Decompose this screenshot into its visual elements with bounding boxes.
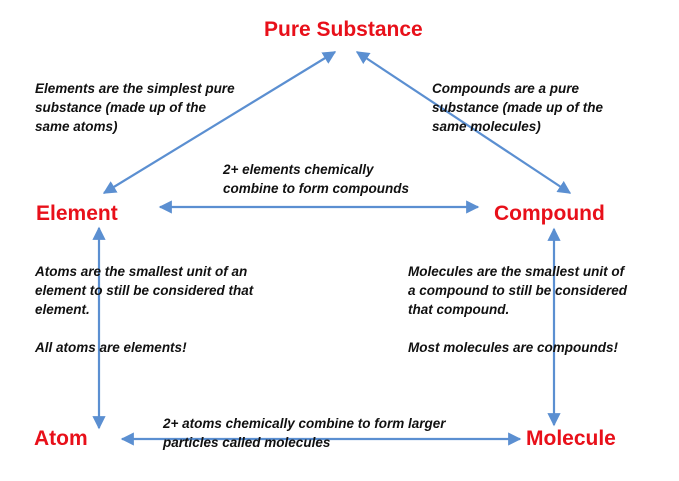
note-compounds-pure: Compounds are a pure substance (made up … <box>432 81 604 134</box>
node-atom: Atom <box>34 427 88 450</box>
node-element: Element <box>36 202 118 225</box>
arrow-pure-compound <box>355 51 572 194</box>
note-atoms-smallest: Atoms are the smallest unit of an elemen… <box>35 264 254 355</box>
node-pure-substance: Pure Substance <box>264 18 423 41</box>
note-elements-combine: 2+ elements chemically combine to form c… <box>223 162 410 196</box>
note-atoms-combine: 2+ atoms chemically combine to form larg… <box>163 416 446 450</box>
note-elements-simplest: Elements are the simplest pure substance… <box>35 81 235 134</box>
note-molecules-smallest: Molecules are the smallest unit of a com… <box>408 264 628 355</box>
node-compound: Compound <box>494 202 605 225</box>
node-molecule: Molecule <box>526 427 616 450</box>
arrow-pure-element <box>102 51 337 194</box>
